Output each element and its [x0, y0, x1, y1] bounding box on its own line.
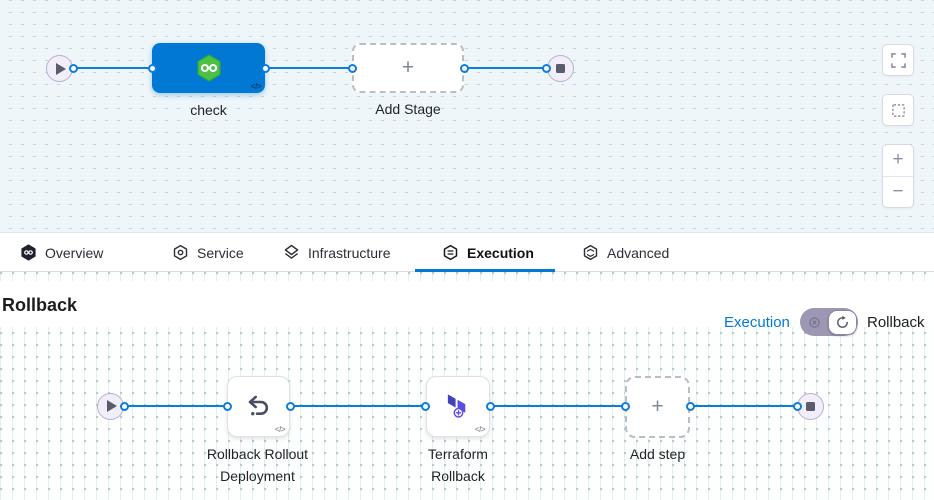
zoom-control: + −: [882, 144, 914, 208]
code-icon[interactable]: </>: [474, 425, 486, 434]
zoom-in-button[interactable]: +: [883, 145, 913, 177]
connector-line: [265, 67, 352, 69]
rollback-start-node[interactable]: [97, 392, 124, 420]
fullscreen-button[interactable]: [882, 44, 914, 76]
connector-line: [490, 405, 625, 407]
add-stage-label: Add Stage: [375, 101, 441, 117]
fullscreen-icon: [890, 52, 906, 68]
harness-logo-icon: [21, 244, 36, 261]
connector-port[interactable]: [792, 401, 802, 411]
connector-port[interactable]: [485, 401, 495, 411]
connector-line: [73, 67, 152, 69]
plus-icon: +: [401, 56, 415, 79]
add-step-label: Add step: [629, 446, 686, 462]
connector-port[interactable]: [147, 63, 157, 73]
section-title: Rollback: [2, 295, 78, 315]
tab-advanced[interactable]: Advanced: [582, 233, 669, 272]
connector-port[interactable]: [541, 63, 551, 73]
advanced-icon: [583, 244, 598, 261]
plus-icon: +: [892, 149, 904, 171]
rollback-mode-label: Rollback: [867, 314, 925, 331]
connector-port[interactable]: [68, 63, 78, 73]
connector-port[interactable]: [347, 63, 357, 73]
connector-line: [464, 67, 546, 69]
tab-label: Advanced: [607, 244, 670, 261]
rollback-header: Rollback Execution Rollback: [0, 281, 934, 336]
connector-port[interactable]: [420, 401, 430, 411]
tab-label: Infrastructure: [308, 244, 391, 261]
step-label: Terraform Rollback: [428, 446, 488, 484]
stage-canvas[interactable]: </> check + Add Stage +: [0, 0, 934, 232]
rollback-canvas[interactable]: Rollback Execution Rollback: [0, 272, 934, 500]
connector-port[interactable]: [459, 63, 469, 73]
step-node-terraform-rollback[interactable]: </>: [426, 376, 490, 437]
tab-execution[interactable]: Execution: [442, 233, 534, 272]
play-icon: [107, 400, 117, 412]
stage-label: check: [190, 102, 227, 118]
minus-icon: −: [892, 180, 904, 202]
tab-service[interactable]: Service: [172, 233, 244, 272]
tab-label: Service: [197, 244, 244, 261]
execution-off-icon: [809, 316, 820, 328]
connector-line: [290, 405, 425, 407]
step-node-rollback-rollout-deployment[interactable]: </>: [227, 376, 290, 437]
infrastructure-icon: [284, 244, 299, 259]
toggle-thumb[interactable]: [827, 309, 857, 335]
plus-icon: +: [651, 395, 664, 418]
connector-line: [690, 405, 797, 407]
connector-line: [124, 405, 227, 407]
tab-label: Execution: [467, 244, 534, 261]
marquee-select-icon: [891, 103, 905, 117]
harness-logo-icon: [196, 54, 221, 82]
tab-overview[interactable]: Overview: [20, 233, 103, 272]
connector-port[interactable]: [685, 401, 695, 411]
terraform-icon: [447, 394, 465, 418]
connector-port[interactable]: [285, 401, 295, 411]
stop-icon: [805, 401, 815, 411]
code-icon[interactable]: </>: [274, 425, 286, 434]
execution-mode-link[interactable]: Execution: [724, 314, 790, 331]
rollback-arrow-icon: [248, 395, 269, 416]
connector-port[interactable]: [119, 401, 129, 411]
zoom-out-button[interactable]: −: [883, 177, 913, 208]
rollback-icon: [836, 315, 848, 328]
stage-node-check[interactable]: </>: [152, 43, 265, 93]
pipeline-end-node[interactable]: [546, 54, 574, 82]
active-tab-indicator: [415, 269, 555, 272]
tab-infrastructure[interactable]: Infrastructure: [283, 233, 390, 272]
connector-port[interactable]: [260, 63, 270, 73]
play-icon: [56, 62, 66, 75]
add-stage-button[interactable]: +: [352, 43, 464, 93]
code-icon[interactable]: </>: [250, 82, 262, 91]
service-icon: [173, 244, 188, 261]
connector-port[interactable]: [222, 401, 232, 411]
stage-tab-bar: Overview Service Infrastructure Executio…: [0, 232, 934, 272]
tab-label: Overview: [45, 244, 104, 261]
execution-icon: [443, 244, 458, 261]
step-label: Rollback Rollout Deployment: [206, 446, 309, 484]
marquee-select-button[interactable]: [882, 94, 914, 126]
stop-icon: [555, 63, 565, 73]
execution-rollback-toggle[interactable]: [800, 308, 858, 336]
add-step-button[interactable]: +: [625, 376, 690, 438]
connector-port[interactable]: [620, 401, 630, 411]
